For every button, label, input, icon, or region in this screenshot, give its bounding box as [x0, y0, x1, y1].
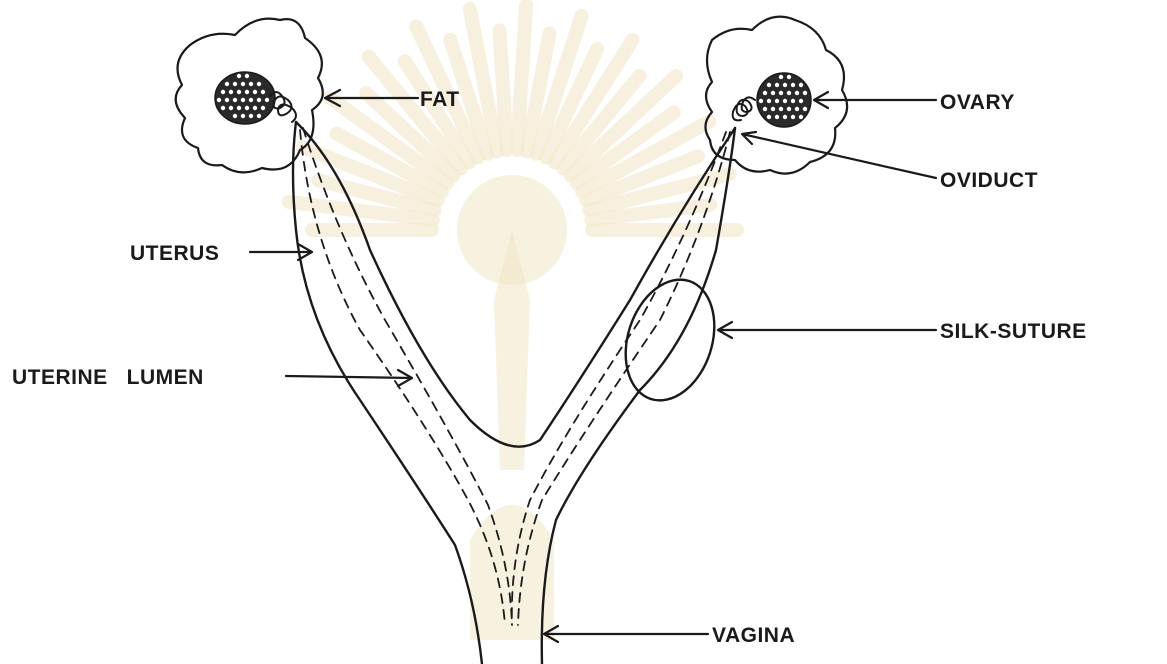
ovary-granule [783, 99, 787, 103]
ovary-granule [229, 106, 233, 110]
ovary-granule [253, 106, 257, 110]
ovary-granule [775, 115, 779, 119]
ovary-granule [249, 114, 253, 118]
label-ovary: OVARY [940, 91, 1015, 114]
ovary-granule [237, 90, 241, 94]
label-silk-suture: SILK-SUTURE [940, 320, 1087, 343]
ovary-granule [767, 83, 771, 87]
ovary-granule [779, 91, 783, 95]
silk-suture-arrow [718, 322, 936, 338]
ovary-granule [779, 107, 783, 111]
ovary-granule [783, 83, 787, 87]
ovary-granule [257, 82, 261, 86]
ovary-granule [265, 98, 269, 102]
ovary-arrow [814, 92, 936, 108]
ovary-granule [775, 83, 779, 87]
ovary-granule [783, 115, 787, 119]
ovary-granule [787, 91, 791, 95]
ovary-granule [795, 91, 799, 95]
ovary-granule [245, 106, 249, 110]
ovary-granule [257, 114, 261, 118]
ovary-granule [253, 90, 257, 94]
ovary-granule [241, 82, 245, 86]
ovary-granule [771, 107, 775, 111]
ovary-granule [237, 74, 241, 78]
ovary-granule [257, 98, 261, 102]
label-oviduct: OVIDUCT [940, 169, 1038, 192]
vagina-arrow [544, 626, 708, 642]
ovary-granule [771, 91, 775, 95]
ovary-granule [225, 98, 229, 102]
ovary-granule [249, 82, 253, 86]
left-ovary [215, 72, 275, 124]
ovary-granule [245, 74, 249, 78]
watermark-emblem [289, 5, 737, 640]
ovary-granule [233, 82, 237, 86]
ovary-granule [249, 98, 253, 102]
ovary-granule [799, 99, 803, 103]
ovary-granule [767, 99, 771, 103]
ovary-granule [791, 99, 795, 103]
ovary-granule [763, 91, 767, 95]
ovary-granule [799, 115, 803, 119]
ovary-granule [233, 114, 237, 118]
ovary-granule [241, 114, 245, 118]
ovary-granule [763, 107, 767, 111]
ovary-granule [261, 106, 265, 110]
right-oviduct-coil [733, 97, 755, 120]
ovary-granule [237, 106, 241, 110]
label-uterus: UTERUS [130, 242, 219, 265]
ovary-granule [787, 75, 791, 79]
label-vagina: VAGINA [712, 624, 795, 647]
label-uterine-lumen: UTERINE LUMEN [12, 366, 204, 389]
ovary-granule [795, 107, 799, 111]
ovary-granule [791, 83, 795, 87]
ovary-granule [221, 90, 225, 94]
ovary-granule [245, 90, 249, 94]
ovary-granule [221, 106, 225, 110]
ovary-granule [787, 107, 791, 111]
ovary-granule [261, 90, 265, 94]
ovary-granule [759, 99, 763, 103]
ovary-granule [217, 98, 221, 102]
ovary-granule [799, 83, 803, 87]
ovary-granule [225, 82, 229, 86]
ovary-granule [803, 107, 807, 111]
ovary-granule [233, 98, 237, 102]
ovary-granule [241, 98, 245, 102]
silk-suture-loop [611, 268, 729, 412]
ovary-granule [791, 115, 795, 119]
ovary-granule [229, 90, 233, 94]
ovary-granule [803, 91, 807, 95]
ovary-granule [775, 99, 779, 103]
ovary-granule [767, 115, 771, 119]
uterus-arrow [250, 244, 312, 260]
label-fat: FAT [420, 88, 460, 111]
watermark-ray [499, 30, 507, 150]
ovary-granule [779, 75, 783, 79]
right-ovary [757, 73, 811, 127]
